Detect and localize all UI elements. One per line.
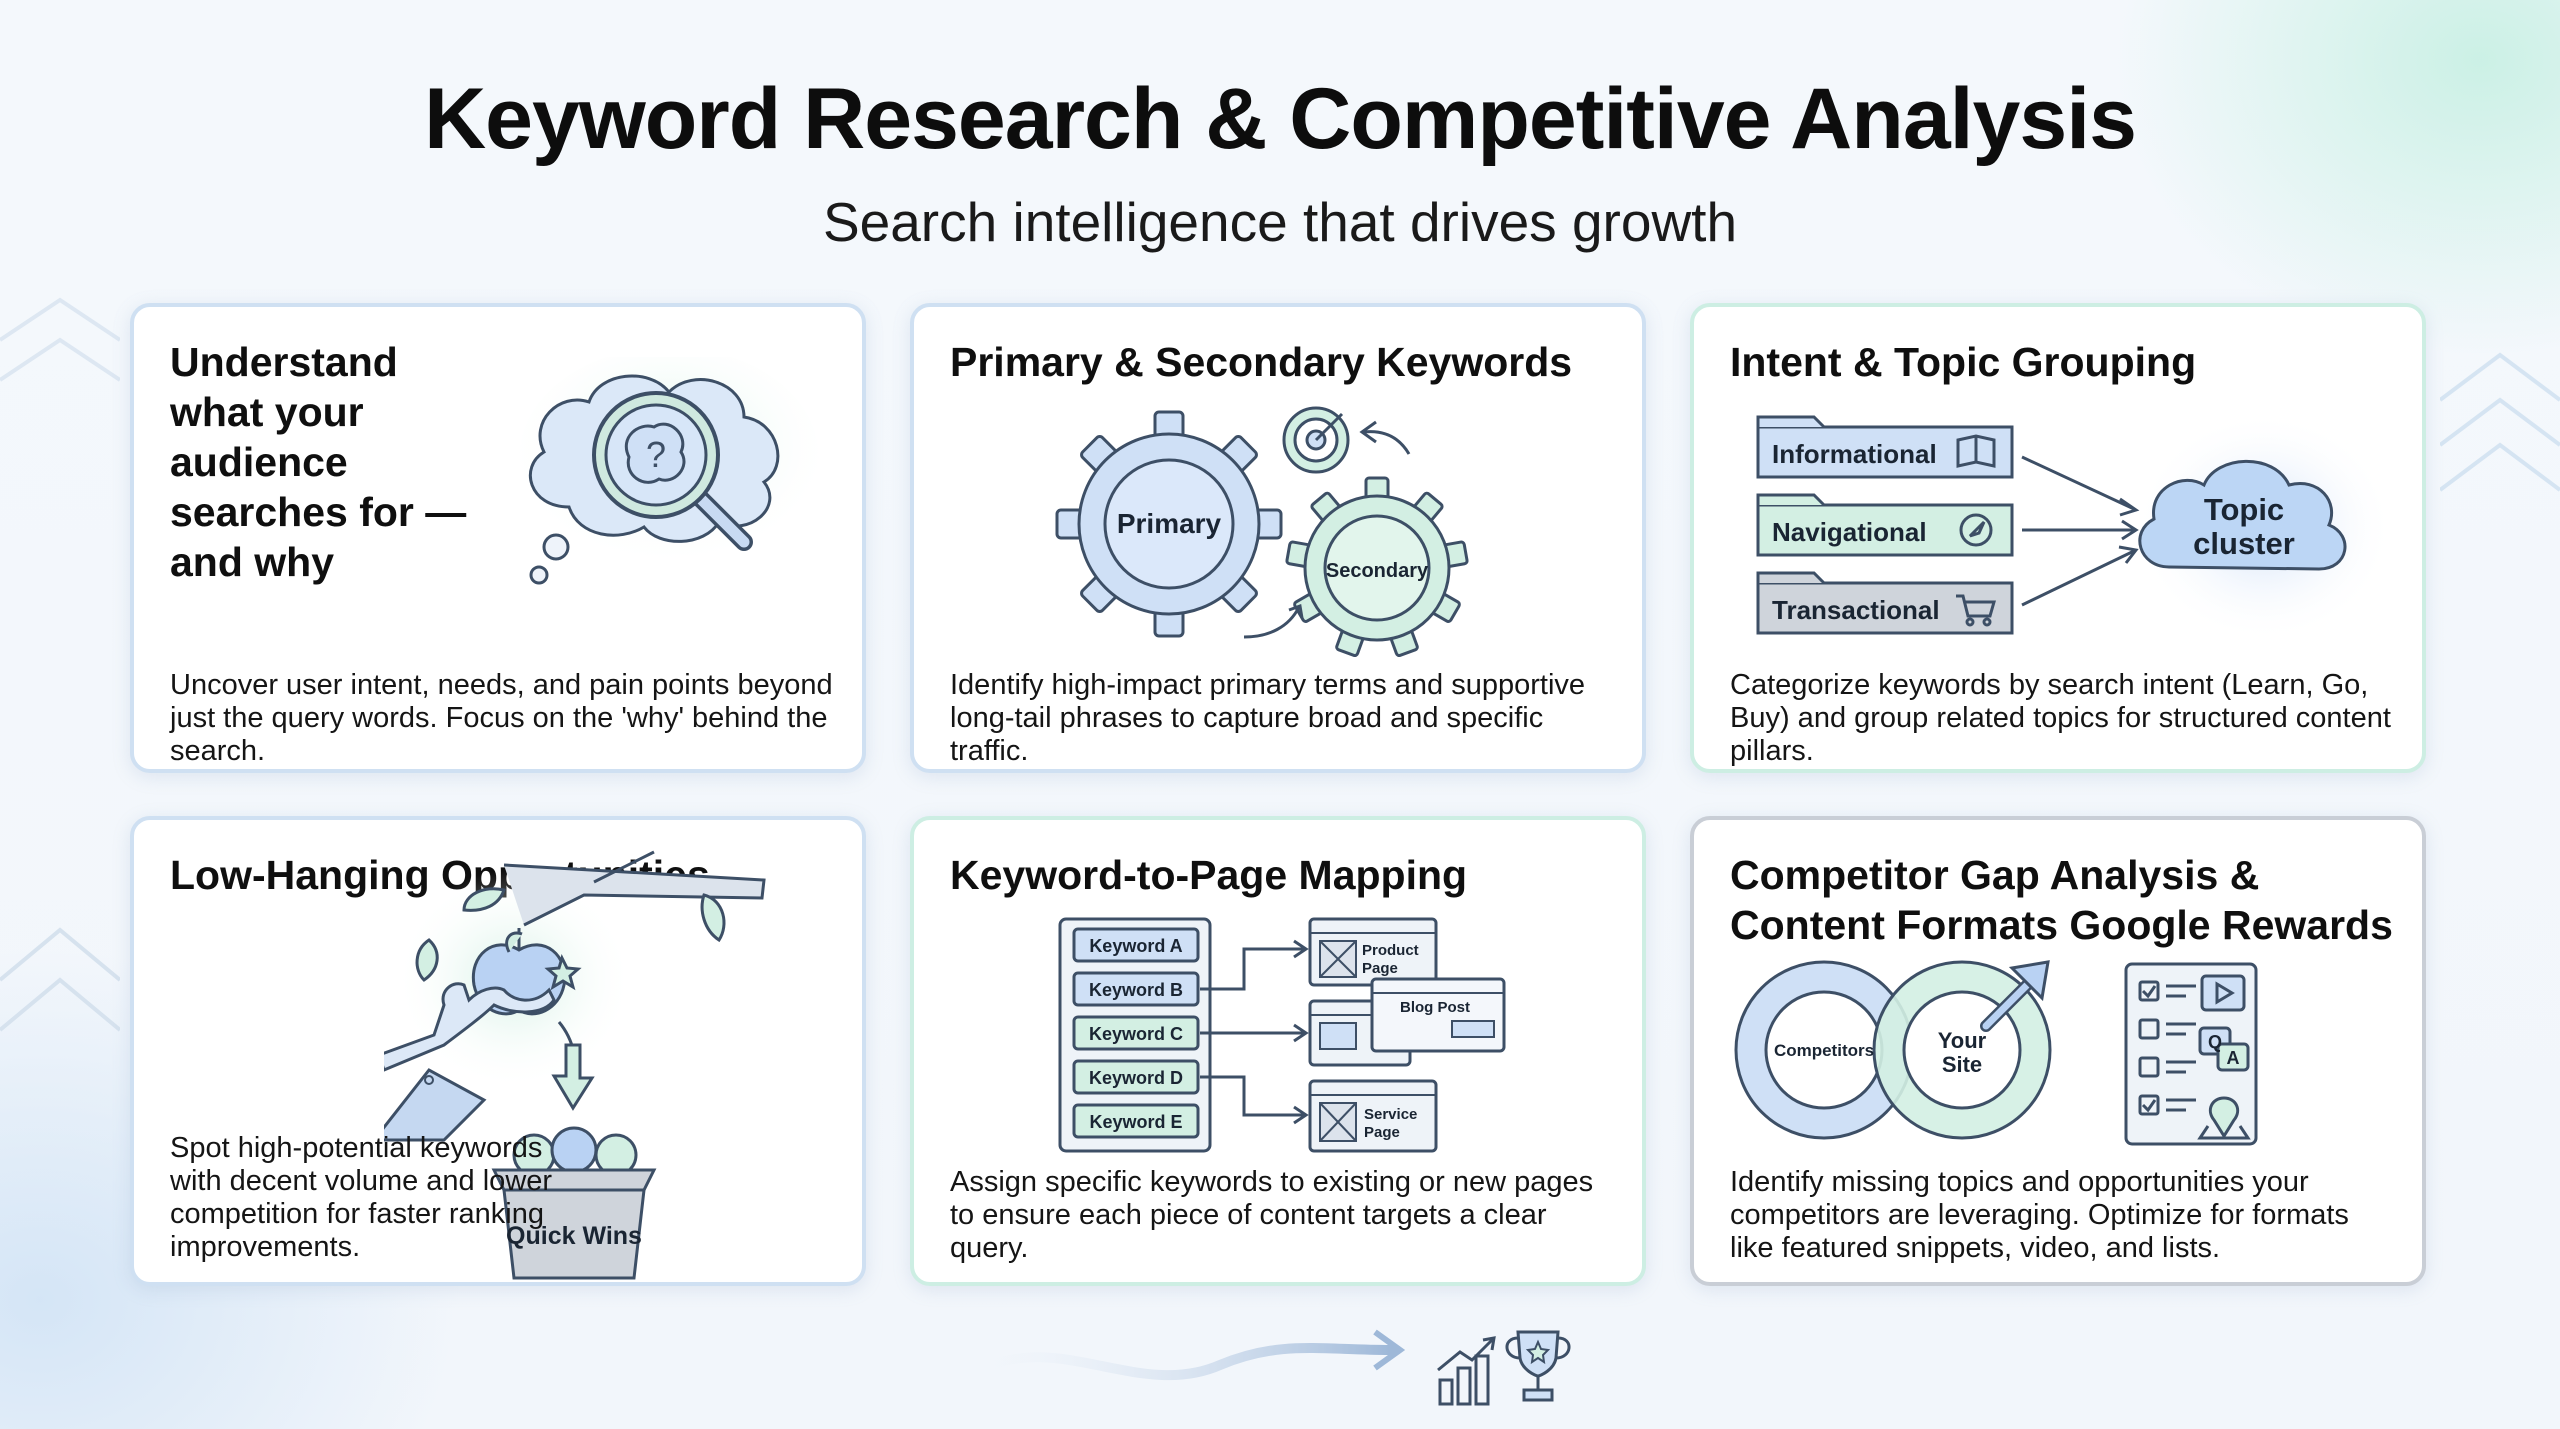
cluster-label-line1: Topic [2204, 492, 2284, 527]
card-title: Primary & Secondary Keywords [950, 339, 1573, 385]
keyword-list [1072, 927, 1200, 1139]
book-icon [1956, 434, 1996, 468]
card-title: Competitor Gap Analysis & Content Format… [1730, 852, 2393, 948]
keyword-c: Keyword C [1089, 1024, 1183, 1044]
card-title: Understand what your audience searches f… [170, 339, 467, 585]
transactional-tag [1756, 571, 2014, 635]
navigational-label: Navigational [1772, 517, 1927, 547]
card-keyword-mapping: Keyword-to-Page Mapping Keyword A Keywor… [910, 816, 1646, 1286]
primary-gear-icon [1055, 410, 1283, 638]
basket-icon [491, 1126, 657, 1280]
card-audience-intent: Understand what your audience searches f… [130, 303, 866, 773]
card-intent-grouping: Intent & Topic Grouping Informational Na… [1690, 303, 2426, 773]
your-site-label-line1: Your [1938, 1028, 1987, 1053]
card-low-hanging: Low-Hanging Opportunities [130, 816, 866, 1286]
secondary-gear-icon [1285, 476, 1469, 657]
competitors-label: Competitors [1774, 1041, 1874, 1060]
navigational-tag [1756, 493, 2014, 557]
informational-label: Informational [1772, 439, 1937, 469]
your-site-label-line2: Site [1942, 1052, 1982, 1077]
keyword-e: Keyword E [1089, 1112, 1182, 1132]
card-body: Assign specific keywords to existing or … [950, 1166, 1594, 1264]
card-body: Categorize keywords by search intent (Le… [1730, 669, 2391, 767]
blog-post-icon [1308, 977, 1506, 1067]
gears-illustration: Primary Secondary [1055, 406, 1469, 657]
page-title: Keyword Research & Competitive Analysis [424, 71, 2137, 167]
product-page-label-line1: Product [1362, 942, 1419, 959]
product-page-label-line2: Page [1362, 960, 1398, 977]
service-page-label-line1: Service [1364, 1106, 1417, 1123]
star-icon [544, 953, 582, 991]
apple-picking-illustration: Quick Wins [384, 850, 766, 1280]
basket-label: Quick Wins [506, 1222, 642, 1250]
qa-q-label: Q [2208, 1032, 2222, 1052]
target-icon [1282, 406, 1350, 474]
keyword-d: Keyword D [1089, 1068, 1183, 1088]
bottom-growth-decoration [980, 1329, 1571, 1406]
bar-chart-icon [1437, 1336, 1496, 1406]
svg-text:?: ? [646, 434, 666, 475]
keyword-a: Keyword A [1089, 936, 1182, 956]
card-competitor-gap: Competitor Gap Analysis & Content Format… [1690, 816, 2426, 1286]
topic-cluster-cloud-icon [2138, 459, 2347, 571]
intent-to-cluster-diagram: Informational Navigational Transactional [1756, 412, 2394, 642]
product-page-icon [1308, 917, 1438, 987]
qa-a-label: A [2227, 1048, 2240, 1068]
competitor-gap-diagram: Competitors Your Site [1734, 960, 2258, 1146]
card-body: Spot high-potential keywords with decent… [170, 1132, 553, 1263]
cluster-label-line2: cluster [2193, 526, 2295, 561]
left-chevron-decoration [0, 297, 120, 1032]
content-formats-panel-icon [2124, 962, 2258, 1146]
cart-icon [1956, 594, 1996, 627]
keyword-b: Keyword B [1089, 980, 1183, 1000]
card-title: Intent & Topic Grouping [1730, 339, 2197, 385]
growth-arrow-icon [1980, 960, 2050, 1032]
card-body: Identify missing topics and opportunitie… [1730, 1166, 2349, 1264]
service-page-icon [1308, 1079, 1438, 1153]
card-body: Identify high-impact primary terms and s… [950, 669, 1586, 767]
right-chevron-decoration [2440, 352, 2560, 492]
secondary-label: Secondary [1326, 560, 1429, 582]
magnifier-brain-cloud-icon: ? [519, 357, 819, 585]
primary-label: Primary [1117, 508, 1222, 539]
card-primary-secondary: Primary & Secondary Keywords Primary [910, 303, 1646, 773]
transactional-label: Transactional [1772, 595, 1940, 625]
compass-icon [1959, 513, 1993, 547]
blog-post-label: Blog Post [1400, 999, 1470, 1016]
service-page-label-line2: Page [1364, 1124, 1400, 1141]
informational-tag [1756, 415, 2014, 479]
wave-arrow-icon [980, 1343, 1395, 1381]
page-subtitle: Search intelligence that drives growth [822, 191, 1738, 253]
trophy-icon [1505, 1330, 1571, 1402]
keyword-page-map-diagram: Keyword A Keyword B Keyword C Keyword D … [1058, 917, 1506, 1153]
card-title: Keyword-to-Page Mapping [950, 852, 1468, 898]
hand-icon [384, 982, 556, 1072]
card-body: Uncover user intent, needs, and pain poi… [170, 669, 833, 767]
